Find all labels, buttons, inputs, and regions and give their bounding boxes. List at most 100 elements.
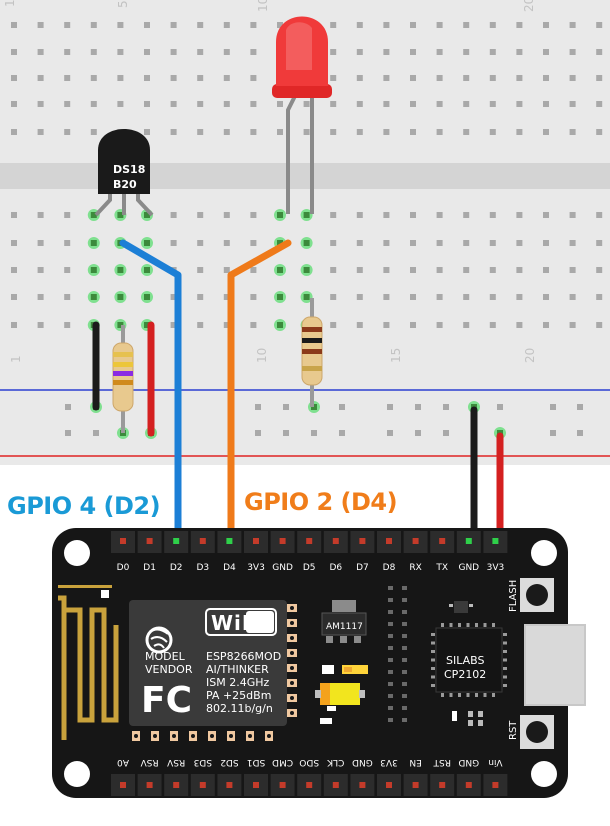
breadboard-hole	[170, 240, 177, 246]
breadboard-hole	[569, 267, 576, 273]
breadboard-hole	[330, 267, 337, 273]
flash-button[interactable]: FLASH	[508, 578, 554, 612]
usb-serial-chip: SILABS CP2102	[431, 601, 507, 726]
chip-pin	[475, 623, 478, 627]
breadboard-hole	[330, 240, 337, 246]
breadboard-hole	[410, 22, 416, 28]
breadboard-hole	[330, 212, 337, 218]
bottom-pin-label: GND	[352, 757, 373, 767]
breadboard-hole	[436, 212, 443, 218]
breadboard-hole	[577, 404, 583, 410]
header-pin	[306, 538, 313, 544]
breadboard-hole	[37, 49, 44, 55]
breadboard-hole	[463, 49, 470, 55]
breadboard-hole	[383, 22, 390, 28]
breadboard-hole	[436, 22, 443, 28]
breadboard-holes	[11, 22, 603, 439]
top-pin-label: TX	[435, 563, 448, 573]
nodemcu-board: WiFi MODEL VENDOR FC ESP8266MOD AI/THINK…	[52, 528, 586, 798]
header-pin	[359, 538, 366, 544]
breadboard-hole	[11, 101, 17, 107]
chip-pin	[492, 693, 495, 697]
breadboard-hole	[330, 101, 337, 107]
breadboard-hole	[383, 294, 390, 300]
breadboard-hole	[277, 101, 283, 107]
breadboard-hole	[387, 430, 393, 436]
breadboard-hole	[90, 22, 97, 28]
breadboard-hole	[383, 212, 390, 218]
gpio4-label: GPIO 4 (D2)	[7, 492, 161, 520]
module-pad-hole	[191, 734, 195, 738]
smd-pad	[388, 646, 393, 650]
smd-pad	[402, 658, 407, 662]
bottom-pin-label: EN	[409, 757, 421, 767]
breadboard-hole	[223, 294, 230, 300]
breadboard-hole	[516, 129, 523, 135]
header-pin	[359, 782, 366, 788]
smd-pad	[402, 610, 407, 614]
header-pin	[465, 538, 472, 544]
bottom-pin-headers	[111, 774, 508, 796]
chip-pin	[466, 693, 470, 697]
rst-button[interactable]: RST	[508, 715, 554, 749]
breadboard-hole	[356, 22, 363, 28]
breadboard-hole	[596, 49, 603, 55]
header-pin	[226, 538, 233, 544]
top-pin-label: D5	[303, 563, 316, 573]
breadboard-hole	[144, 101, 150, 107]
breadboard-hole	[543, 322, 549, 328]
smd-pad	[402, 682, 407, 686]
breadboard-hole	[330, 75, 337, 81]
breadboard-channel	[0, 163, 610, 189]
module-spec-line-2: AI/THINKER	[206, 663, 269, 676]
esp8266-module: WiFi MODEL VENDOR FC ESP8266MOD AI/THINK…	[129, 600, 287, 726]
breadboard-hole	[64, 101, 71, 107]
header-pin	[173, 538, 180, 544]
top-pin-label: 3V3	[487, 563, 505, 573]
header-pin	[465, 782, 472, 788]
breadboard-hole	[277, 294, 283, 300]
bottom-pin-label: SDO	[299, 757, 319, 767]
header-pin	[146, 538, 153, 544]
module-castellated-pads	[132, 604, 297, 741]
breadboard-hole	[37, 267, 44, 273]
breadboard-hole	[596, 240, 603, 246]
breadboard-hole	[330, 294, 337, 300]
breadboard-hole	[64, 49, 71, 55]
column-number-1: 1	[9, 355, 23, 363]
breadboard-hole	[516, 240, 523, 246]
top-pin-label: GND	[272, 563, 293, 573]
breadboard-hole	[283, 430, 289, 436]
breadboard-hole	[37, 129, 44, 135]
header-pin	[253, 782, 259, 788]
breadboard-hole	[410, 240, 416, 246]
breadboard-hole	[144, 212, 150, 218]
ds18b20-sensor: DS18 B20	[94, 129, 154, 217]
breadboard-hole	[569, 322, 576, 328]
breadboard-hole	[11, 22, 17, 28]
breadboard-hole	[489, 267, 496, 273]
breadboard-hole	[283, 404, 289, 410]
column-number-20-top: 20	[522, 0, 536, 12]
chip-pin	[441, 693, 444, 697]
column-number-1-top: 1	[3, 0, 17, 7]
chip-pin	[483, 623, 487, 627]
breadboard-hole	[250, 240, 257, 246]
breadboard-hole	[383, 129, 390, 135]
module-pad-hole	[267, 734, 271, 738]
breadboard-hole	[463, 322, 470, 328]
breadboard-hole	[569, 101, 576, 107]
breadboard-hole	[516, 101, 523, 107]
breadboard-hole	[339, 404, 345, 410]
mount-hole-bottom-right	[531, 761, 557, 787]
breadboard-hole	[443, 430, 449, 436]
column-number-15: 15	[389, 348, 403, 363]
header-pin	[386, 782, 392, 788]
breadboard-hole	[117, 22, 124, 28]
smd-pad	[388, 634, 393, 638]
chip-pin	[503, 658, 507, 662]
breadboard-hole	[223, 267, 230, 273]
breadboard-hole	[170, 101, 177, 107]
